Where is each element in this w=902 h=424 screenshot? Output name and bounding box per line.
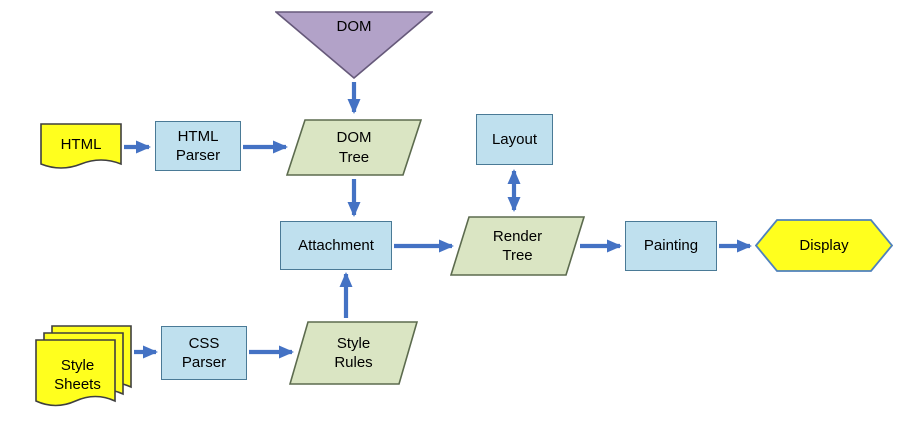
node-dom-tree-label: DOM Tree — [336, 129, 372, 166]
node-dom-label: DOM — [336, 18, 372, 35]
node-display: Display — [755, 219, 893, 272]
stacked-documents-shape — [35, 325, 132, 407]
node-dom-tree: DOM Tree — [286, 119, 422, 176]
node-render-tree: Render Tree — [450, 216, 585, 276]
parallelogram-shape — [286, 119, 422, 176]
node-painting-label: Painting — [643, 237, 699, 255]
node-style-rules-label: Style Rules — [334, 334, 373, 372]
node-render-tree-label: Render Tree — [492, 227, 543, 265]
node-html-label: HTML — [60, 136, 102, 154]
document-shape — [40, 123, 122, 169]
node-layout-label: Layout — [491, 130, 538, 148]
node-attachment: Attachment — [280, 221, 392, 270]
node-css-parser: CSS Parser — [161, 326, 247, 380]
node-style-sheets: Style Sheets — [35, 325, 132, 411]
parallelogram-shape — [289, 321, 418, 385]
parallelogram-shape — [450, 216, 585, 276]
node-style-sheets-label: Style Sheets — [54, 356, 101, 394]
node-painting: Painting — [625, 221, 717, 271]
node-style-rules: Style Rules — [289, 321, 418, 385]
node-html-parser-label: HTML Parser — [175, 127, 221, 165]
node-display-label: Display — [799, 236, 849, 254]
node-html: HTML — [40, 123, 122, 173]
triangle-down-shape — [275, 11, 433, 79]
node-dom: DOM — [275, 11, 433, 79]
hexagon-shape — [755, 219, 893, 272]
node-layout: Layout — [476, 114, 553, 165]
node-attachment-label: Attachment — [298, 236, 374, 254]
node-html-parser: HTML Parser — [155, 121, 241, 171]
node-css-parser-label: CSS Parser — [181, 334, 227, 372]
